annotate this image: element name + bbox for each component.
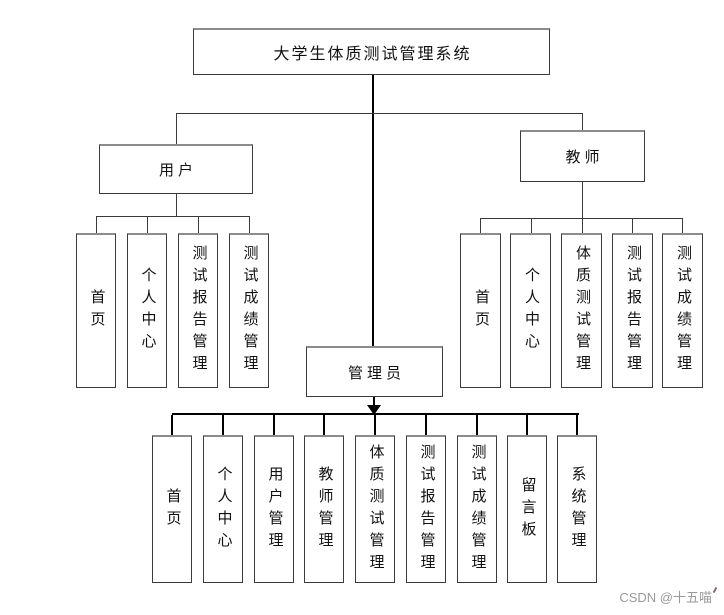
connector-teacher-bus xyxy=(480,218,683,219)
node-user-test-score-mgmt: 测试成绩管理 xyxy=(229,233,269,388)
node-admin-label: 管理员 xyxy=(347,365,405,382)
connector-line xyxy=(249,216,250,233)
node-teacher-test-score-mgmt: 测试成绩管理 xyxy=(662,233,703,388)
connector-admin-stem xyxy=(373,397,375,407)
node-label: 测试成绩管理 xyxy=(469,443,486,576)
node-label: 体质测试管理 xyxy=(367,443,384,576)
arrow-down-icon xyxy=(367,405,381,415)
node-admin-message-board: 留言板 xyxy=(507,435,547,583)
node-label: 测试报告管理 xyxy=(625,245,641,377)
node-label: 测试报告管理 xyxy=(418,443,435,576)
connector-line xyxy=(632,218,633,233)
node-label: 首页 xyxy=(164,487,181,532)
connector-line xyxy=(576,415,578,435)
connector-user-drop xyxy=(176,113,177,144)
node-admin-teacher-mgmt: 教师管理 xyxy=(304,435,344,583)
connector-user-bus xyxy=(96,216,250,217)
connector-teacher-drop xyxy=(582,113,583,130)
connector-line xyxy=(147,216,148,233)
node-admin: 管理员 xyxy=(306,346,443,397)
node-label: 首页 xyxy=(88,289,105,333)
node-teacher-home: 首页 xyxy=(460,233,501,388)
watermark: CSDN @十五喵 xyxy=(619,586,718,606)
connector-line xyxy=(198,216,199,233)
node-user-home: 首页 xyxy=(76,233,116,388)
node-label: 首页 xyxy=(473,289,489,333)
node-teacher-label: 教师 xyxy=(565,150,604,166)
node-user-test-report-mgmt: 测试报告管理 xyxy=(178,233,218,388)
node-label: 测试报告管理 xyxy=(190,245,207,377)
connector-line xyxy=(526,415,528,435)
node-admin-test-score-mgmt: 测试成绩管理 xyxy=(457,435,497,583)
node-user: 用户 xyxy=(99,144,253,194)
node-user-personal-center: 个人中心 xyxy=(127,233,167,388)
watermark-paw-mark xyxy=(712,586,718,594)
connector-line xyxy=(425,415,427,435)
connector-admin-bus xyxy=(172,413,579,415)
connector-line xyxy=(273,415,275,435)
connector-line xyxy=(476,415,478,435)
node-label: 系统管理 xyxy=(569,465,586,554)
node-admin-home: 首页 xyxy=(152,435,192,583)
connector-line xyxy=(480,218,481,233)
watermark-text: CSDN @十五喵 xyxy=(619,590,712,605)
node-admin-user-mgmt: 用户管理 xyxy=(254,435,294,583)
node-admin-personal-center: 个人中心 xyxy=(203,435,243,583)
node-label: 测试成绩管理 xyxy=(241,245,258,377)
node-teacher-test-report-mgmt: 测试报告管理 xyxy=(612,233,653,388)
node-label: 个人中心 xyxy=(523,267,539,355)
connector-teacher-stem xyxy=(582,182,583,218)
node-label: 个人中心 xyxy=(139,267,156,355)
node-teacher-personal-center: 个人中心 xyxy=(510,233,551,388)
node-label: 测试成绩管理 xyxy=(675,245,691,377)
connector-root-trunk xyxy=(372,75,374,346)
node-teacher: 教师 xyxy=(520,130,645,182)
connector-line xyxy=(374,415,376,435)
node-label: 留言板 xyxy=(519,476,536,543)
connector-line xyxy=(222,415,224,435)
node-label: 教师管理 xyxy=(316,465,333,554)
node-root-label: 大学生体质测试管理系统 xyxy=(273,46,472,63)
connector-line xyxy=(531,218,532,233)
node-admin-fitness-test-mgmt: 体质测试管理 xyxy=(355,435,395,583)
connector-line xyxy=(682,218,683,233)
node-teacher-fitness-test-mgmt: 体质测试管理 xyxy=(561,233,602,388)
node-label: 个人中心 xyxy=(215,465,232,554)
connector-top-bus xyxy=(176,113,583,114)
node-root: 大学生体质测试管理系统 xyxy=(193,28,550,75)
node-label: 用户管理 xyxy=(266,465,283,554)
node-admin-test-report-mgmt: 测试报告管理 xyxy=(406,435,446,583)
node-label: 体质测试管理 xyxy=(574,245,590,377)
connector-line xyxy=(171,415,173,435)
connector-line xyxy=(96,216,97,233)
connector-user-stem xyxy=(176,194,177,216)
connector-line xyxy=(582,218,583,233)
node-admin-system-mgmt: 系统管理 xyxy=(557,435,597,583)
connector-line xyxy=(323,415,325,435)
node-user-label: 用户 xyxy=(158,163,197,179)
